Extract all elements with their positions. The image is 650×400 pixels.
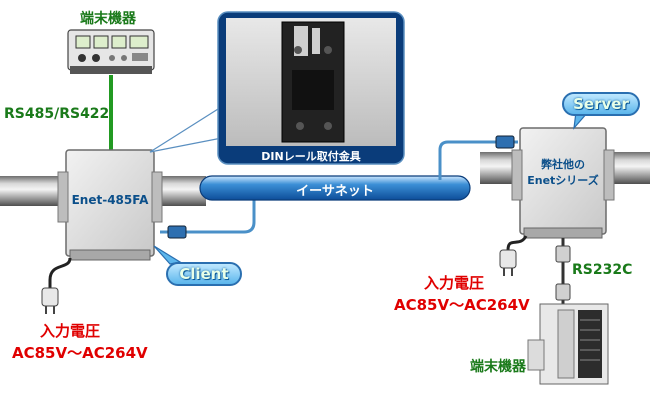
enet-485fa-device — [57, 149, 163, 261]
ethernet-cable-left — [160, 196, 256, 234]
terminal-device-bottom-icon — [527, 303, 609, 385]
rj45-connector-left-icon — [167, 225, 187, 239]
rs232c-cable — [555, 238, 571, 304]
enet-series-device — [511, 127, 615, 239]
voltage-right-range: AC85V～AC264V — [394, 296, 530, 314]
din-bracket-icon — [281, 21, 345, 143]
terminal-device-top-icon — [67, 29, 155, 74]
rs485-label: RS485/RS422 — [4, 106, 110, 122]
terminal-device-bottom-label: 端末機器 — [470, 359, 526, 375]
terminal-device-top-label: 端末機器 — [80, 11, 136, 27]
rs232c-label: RS232C — [572, 262, 633, 278]
enet-series-label-line1: 弊社他の — [541, 158, 585, 171]
server-badge: Server — [562, 92, 640, 116]
ethernet-cable-right — [438, 140, 518, 180]
din-bracket-caption: DINレール取付金具 — [261, 150, 361, 163]
enet-series-label-line2: Enetシリーズ — [527, 174, 599, 187]
voltage-left-title: 入力電圧 — [40, 322, 101, 340]
power-plug-right-icon — [499, 235, 528, 276]
voltage-left-range: AC85V～AC264V — [12, 344, 148, 362]
ethernet-label: イーサネット — [296, 184, 374, 199]
voltage-right-title: 入力電圧 — [424, 274, 485, 292]
rj45-connector-right-icon — [495, 135, 515, 149]
client-badge: Client — [166, 262, 242, 286]
ethernet-bus — [199, 175, 471, 201]
power-plug-left-icon — [41, 257, 72, 314]
enet-485fa-label: Enet-485FA — [71, 193, 149, 207]
